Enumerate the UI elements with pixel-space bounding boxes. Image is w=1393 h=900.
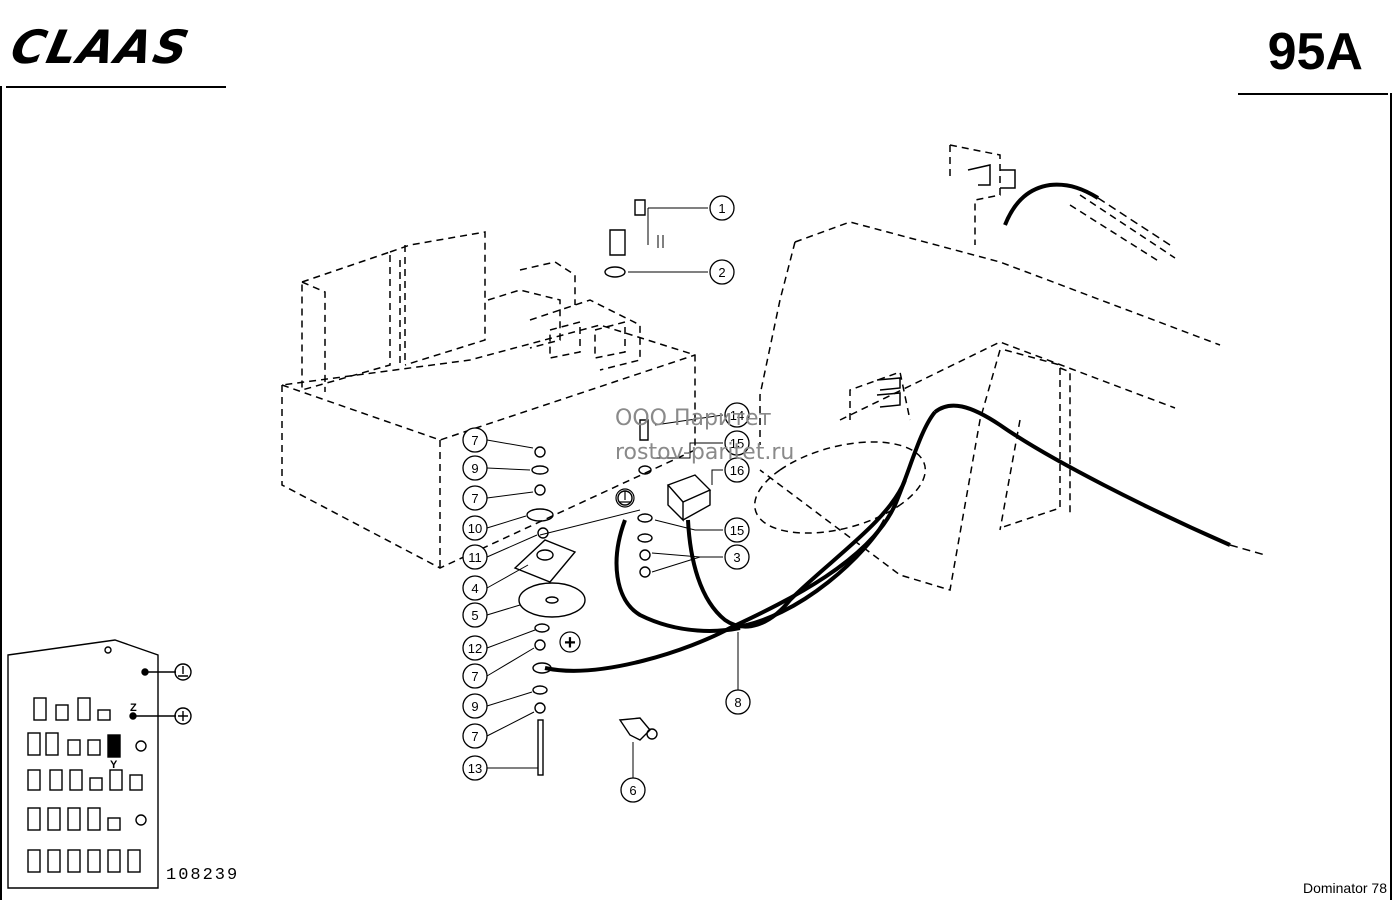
callout-15-top: 15 <box>724 430 750 456</box>
svg-text:15: 15 <box>730 523 744 538</box>
svg-text:7: 7 <box>471 669 478 684</box>
callouts: 1 2 14 15 16 7 9 7 10 11 4 5 12 7 9 7 13… <box>462 195 751 803</box>
svg-text:6: 6 <box>629 783 636 798</box>
svg-text:2: 2 <box>718 265 725 280</box>
callout-3: 3 <box>724 544 750 570</box>
header-rule-right <box>1238 93 1388 95</box>
bracket-middle <box>876 377 901 408</box>
callout-10: 10 <box>462 515 488 541</box>
watermark-line-1: ООО Паритет <box>615 406 772 431</box>
svg-text:5: 5 <box>471 608 478 623</box>
svg-text:9: 9 <box>471 461 478 476</box>
callout-8: 8 <box>725 689 751 715</box>
svg-text:14: 14 <box>730 408 744 423</box>
svg-text:7: 7 <box>471 433 478 448</box>
watermark: ООО Паритет rostov-paritet.ru <box>615 402 794 470</box>
svg-text:11: 11 <box>468 550 482 565</box>
svg-text:10: 10 <box>468 521 482 536</box>
svg-text:12: 12 <box>468 641 482 656</box>
watermark-line-2: rostov-paritet.ru <box>615 440 795 465</box>
callout-2: 2 <box>709 259 735 285</box>
drawing-number: 108239 <box>166 866 240 885</box>
callout-9-a: 9 <box>462 455 488 481</box>
svg-text:1: 1 <box>718 201 725 216</box>
svg-text:9: 9 <box>471 699 478 714</box>
callout-13: 13 <box>462 755 488 781</box>
callout-7-a: 7 <box>462 427 488 453</box>
model-name: Dominator 78 <box>1302 880 1387 896</box>
callout-11: 11 <box>462 544 488 570</box>
parts-stack <box>513 199 712 776</box>
svg-text:8: 8 <box>734 695 741 710</box>
panel-label-z: Z <box>130 702 137 714</box>
plus-symbol <box>559 631 581 653</box>
battery-cable-main <box>544 403 1231 673</box>
header-rule-left <box>6 86 226 88</box>
fuse-panel <box>7 639 192 889</box>
cable-top-dashed <box>1097 197 1171 246</box>
callout-7-d: 7 <box>462 723 488 749</box>
svg-text:7: 7 <box>471 491 478 506</box>
frame-right-border <box>1390 93 1392 900</box>
callout-7-c: 7 <box>462 663 488 689</box>
frame-left-border <box>0 86 2 900</box>
leader-lines <box>486 207 739 778</box>
svg-text:4: 4 <box>471 581 478 596</box>
callout-5: 5 <box>462 602 488 628</box>
svg-text:3: 3 <box>733 550 740 565</box>
bracket-top-right <box>967 164 1016 189</box>
callout-15-bottom: 15 <box>724 517 750 543</box>
svg-text:7: 7 <box>471 729 478 744</box>
plus-symbol-text: + <box>564 632 576 654</box>
battery-box-outline <box>281 231 696 569</box>
callout-9-b: 9 <box>462 693 488 719</box>
callout-12: 12 <box>462 635 488 661</box>
svg-text:16: 16 <box>730 463 744 478</box>
callout-4: 4 <box>462 575 488 601</box>
cable-end-dashed <box>1229 544 1266 556</box>
callout-14: 14 <box>724 402 750 428</box>
cable-top-right <box>1003 182 1100 226</box>
panel-label-y: Y <box>110 759 118 771</box>
ground-symbol <box>615 488 635 508</box>
svg-text:15: 15 <box>730 436 744 451</box>
callout-1: 1 <box>709 195 735 221</box>
chassis-frame-outline <box>753 144 1221 591</box>
svg-text:13: 13 <box>468 761 482 776</box>
callout-7-b: 7 <box>462 485 488 511</box>
callout-16: 16 <box>724 457 750 483</box>
callout-6: 6 <box>620 777 646 803</box>
page-code: 95A <box>1267 23 1363 81</box>
